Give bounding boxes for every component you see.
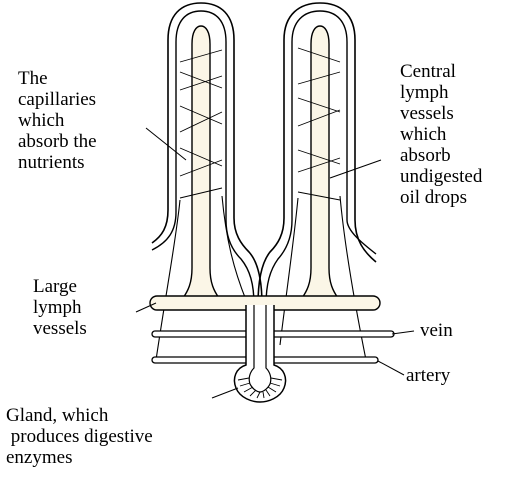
label-central-line-2: lymph	[400, 82, 482, 103]
label-central-line-3: vessels	[400, 103, 482, 124]
label-capillaries-line-4: absorb the	[18, 131, 97, 152]
pointer-gland	[212, 388, 238, 398]
pointer-artery	[378, 361, 404, 375]
label-gland-line-1: Gland, which	[6, 405, 153, 426]
label-central-line-6: undigested	[400, 166, 482, 187]
label-central-line-1: Central	[400, 61, 482, 82]
label-central-line-5: absorb	[400, 145, 482, 166]
label-large-lymph-vessels: Large lymph vessels	[33, 276, 87, 339]
label-large-line-2: lymph	[33, 297, 87, 318]
label-capillaries-line-3: which	[18, 110, 97, 131]
label-central-lymph-vessels: Central lymph vessels which absorb undig…	[400, 61, 482, 208]
gland-outer-wall	[234, 305, 285, 402]
label-central-line-4: which	[400, 124, 482, 145]
pointer-capillaries	[146, 128, 186, 160]
label-capillaries-line-2: capillaries	[18, 89, 97, 110]
label-large-line-3: vessels	[33, 318, 87, 339]
digestive-gland	[234, 305, 285, 402]
label-gland-line-3: enzymes	[6, 447, 153, 468]
label-vein: vein	[420, 320, 453, 341]
label-central-line-7: oil drops	[400, 187, 482, 208]
label-capillaries-line-5: nutrients	[18, 152, 97, 173]
label-capillaries: The capillaries which absorb the nutrien…	[18, 68, 97, 173]
label-artery: artery	[406, 365, 450, 386]
label-capillaries-line-1: The	[18, 68, 97, 89]
pointer-vein	[392, 331, 414, 334]
label-gland: Gland, which produces digestive enzymes	[6, 405, 153, 468]
label-gland-line-2: produces digestive	[6, 426, 153, 447]
label-large-line-1: Large	[33, 276, 87, 297]
